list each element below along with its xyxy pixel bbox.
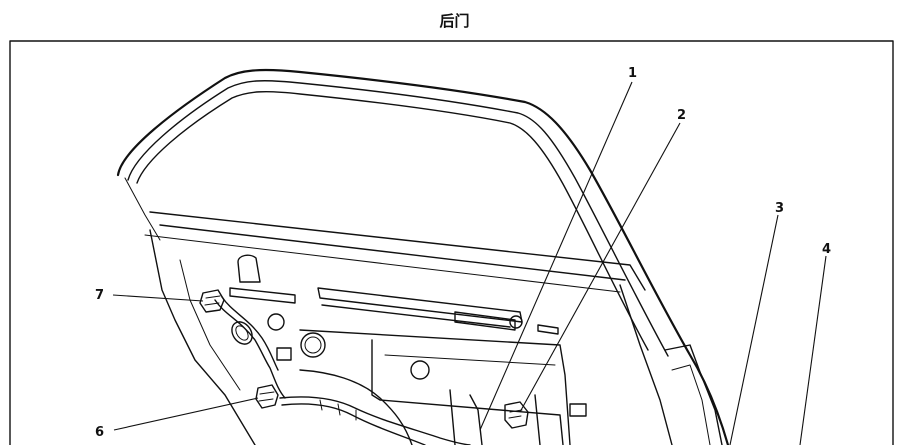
door-rear-flange-inner xyxy=(671,364,711,445)
clip-hole-right xyxy=(509,315,523,329)
left-slot xyxy=(229,287,296,304)
harness-cover xyxy=(319,399,357,421)
square-hole-right xyxy=(569,403,587,417)
leader-1 xyxy=(479,81,633,431)
clip-hole-left xyxy=(267,313,285,331)
door-panel-edge xyxy=(179,259,241,391)
upper-window-opening xyxy=(237,254,261,283)
regulator-plate xyxy=(299,329,571,445)
connector-7 xyxy=(199,289,225,313)
regulator-plate-lip xyxy=(384,354,556,366)
upper-slot-2 xyxy=(321,304,511,328)
right-slot xyxy=(454,311,516,331)
callout-3: 3 xyxy=(775,201,784,216)
leader-6 xyxy=(113,397,259,431)
lock-rod xyxy=(469,394,483,445)
belt-line-inner xyxy=(159,224,626,281)
window-frame-outer xyxy=(116,68,730,445)
leader-2 xyxy=(519,122,681,413)
belt-line-lower xyxy=(144,234,621,293)
door-rear-flange xyxy=(664,344,723,445)
harness-upper xyxy=(214,299,286,399)
connector-6 xyxy=(255,384,279,409)
window-frame-inner xyxy=(136,91,649,351)
regulator-plate-inner xyxy=(371,339,564,445)
harness-lower xyxy=(279,396,471,445)
connector-7-detail xyxy=(204,295,221,306)
square-hole-left xyxy=(276,347,292,361)
callout-2: 2 xyxy=(677,108,686,123)
harness-grommet-inner xyxy=(235,325,249,341)
connector-6-detail xyxy=(258,391,275,402)
diagram-frame xyxy=(9,40,894,445)
door-inner-panel xyxy=(149,229,256,445)
callout-7: 7 xyxy=(95,288,104,303)
lock-connector xyxy=(504,401,529,429)
diagram-title: 后门 xyxy=(439,12,470,30)
lock-bracket-2 xyxy=(534,394,541,445)
door-rear-edge xyxy=(619,284,673,445)
callout-4: 4 xyxy=(822,242,831,257)
round-hole xyxy=(300,332,326,358)
round-hole-inner xyxy=(304,336,322,354)
harness-grommet xyxy=(231,321,253,345)
belt-line-outer xyxy=(149,211,646,291)
harness-lower-2 xyxy=(281,403,426,445)
small-slot xyxy=(537,324,559,335)
callout-1: 1 xyxy=(628,66,637,81)
harness-upper-2 xyxy=(221,296,279,371)
leader-7 xyxy=(112,294,204,302)
lock-bracket xyxy=(449,389,456,445)
window-glass-edge xyxy=(124,177,161,241)
lock-connector-detail xyxy=(508,409,523,419)
trim-curve xyxy=(299,369,413,445)
window-frame-mid xyxy=(127,80,669,357)
leader-3 xyxy=(729,214,779,445)
mid-round-hole xyxy=(410,360,430,380)
leader-4 xyxy=(799,255,827,445)
callout-6: 6 xyxy=(95,425,104,440)
